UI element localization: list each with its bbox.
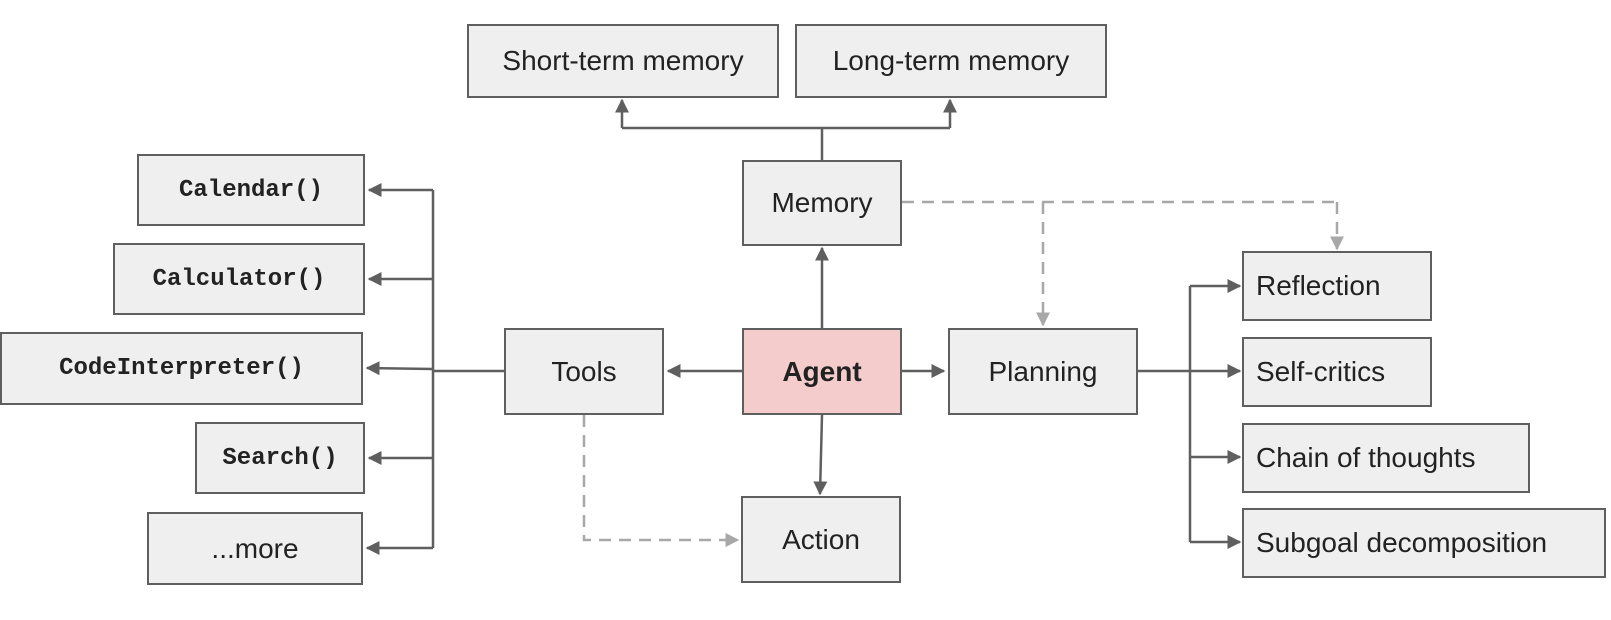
calculator-tool-box: Calculator() <box>113 243 365 315</box>
chain-of-thoughts-box: Chain of thoughts <box>1242 423 1530 493</box>
tools-box: Tools <box>504 328 664 415</box>
agent-box: Agent <box>742 328 902 415</box>
planning-box: Planning <box>948 328 1138 415</box>
reflection-box: Reflection <box>1242 251 1432 321</box>
subgoal-decomposition-box: Subgoal decomposition <box>1242 508 1606 578</box>
long-term-memory-box: Long-term memory <box>795 24 1107 98</box>
self-critics-box: Self-critics <box>1242 337 1432 407</box>
short-term-memory-box: Short-term memory <box>467 24 779 98</box>
memory-box: Memory <box>742 160 902 246</box>
more-tools-box: ...more <box>147 512 363 585</box>
code-interpreter-tool-box: CodeInterpreter() <box>0 332 363 405</box>
edge-tools-to-code-interpreter <box>365 361 434 376</box>
calendar-tool-box: Calendar() <box>137 154 365 226</box>
edge-agent-to-action <box>813 414 828 496</box>
action-box: Action <box>741 496 901 583</box>
search-tool-box: Search() <box>195 422 365 494</box>
edge-tools-to-action-dashed <box>582 415 740 547</box>
